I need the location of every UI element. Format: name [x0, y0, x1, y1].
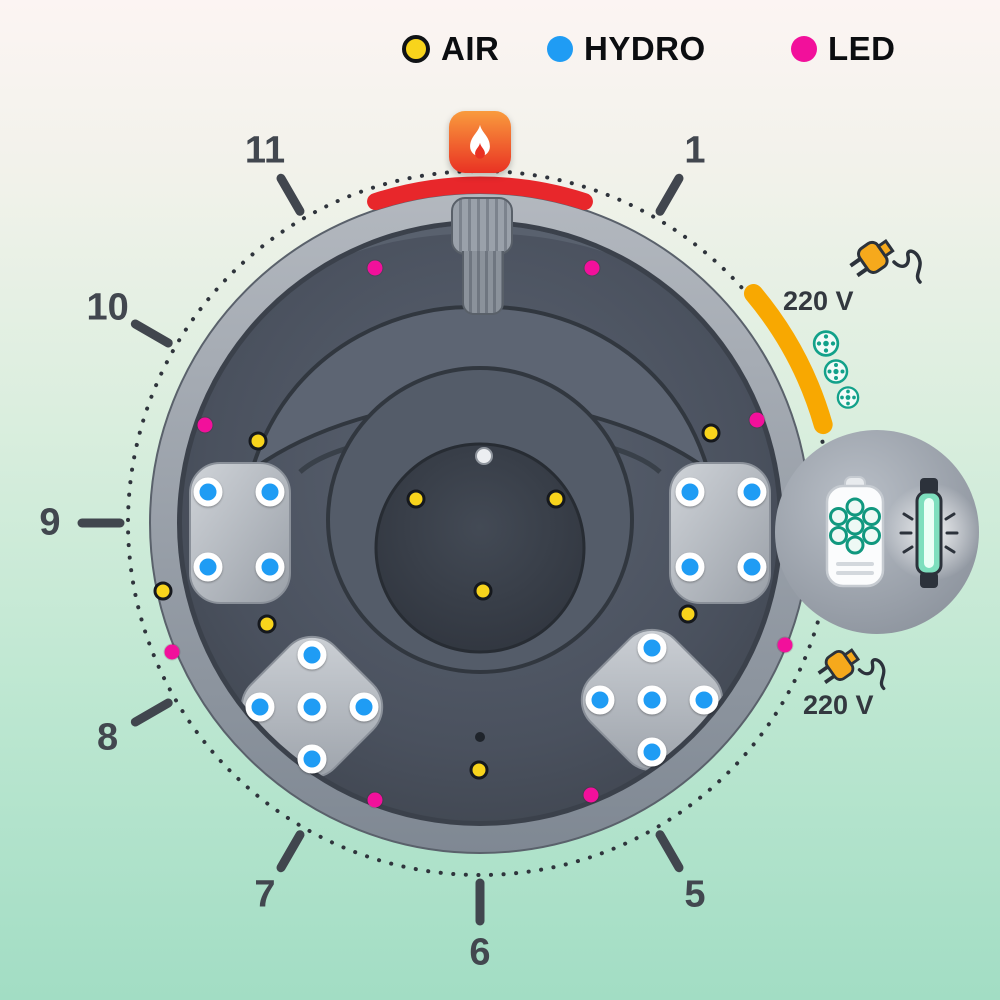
air-jet-dot	[257, 614, 277, 634]
air-jet-dot	[406, 489, 426, 509]
hydro-jet-dot	[245, 692, 275, 722]
led-light-dot	[164, 644, 180, 660]
flame-icon	[470, 124, 490, 159]
hydro-jet-dot	[255, 552, 285, 582]
voltage-label-top: 220 V	[783, 286, 854, 316]
hydro-jet-dot	[193, 477, 223, 507]
hydro-jet-dot	[675, 552, 705, 582]
clock-ticks	[77, 173, 684, 926]
led-light-dot	[777, 637, 793, 653]
legend-item-led: LED	[791, 30, 896, 68]
clock-tick-5	[655, 830, 684, 873]
led-dot-icon	[791, 36, 817, 62]
clock-tick-10	[130, 319, 173, 348]
hydro-jet-dot	[193, 552, 223, 582]
hydro-jet-dot	[637, 633, 667, 663]
air-jet-dot	[153, 581, 173, 601]
clock-number-10: 10	[86, 286, 129, 329]
air-jet-dot	[701, 423, 721, 443]
led-light-dot	[197, 417, 213, 433]
clock-number-6: 6	[469, 931, 491, 974]
hydro-jet-dot	[585, 685, 615, 715]
legend-label-air: AIR	[441, 30, 500, 67]
legend-item-air: AIR	[402, 30, 499, 68]
led-light-dot	[749, 412, 765, 428]
hydro-jet-dot	[637, 737, 667, 767]
jet-nozzle-icon	[823, 359, 849, 390]
legend-label-hydro: HYDRO	[584, 30, 706, 67]
clock-tick-1	[655, 173, 684, 216]
legend-item-hydro: HYDRO	[547, 30, 706, 68]
hydro-jet-dot	[297, 640, 327, 670]
heater-zone-arc	[367, 176, 593, 211]
jet-nozzle-icon	[836, 386, 860, 415]
air-jet-dot	[248, 431, 268, 451]
air-jet-dot	[546, 489, 566, 509]
waterfall-outlet	[475, 447, 493, 465]
led-light-dot	[367, 792, 383, 808]
power-plug-icon	[817, 648, 886, 691]
hydro-jet-dot	[737, 552, 767, 582]
clock-number-5: 5	[684, 873, 706, 916]
led-light-dot	[583, 787, 599, 803]
hydro-jet-dot	[675, 477, 705, 507]
footwell	[374, 442, 586, 654]
hydro-dot-icon	[547, 36, 573, 62]
led-light-dot	[367, 260, 383, 276]
voltage-label-bottom: 220 V	[803, 690, 874, 720]
hydro-jet-dot	[297, 744, 327, 774]
hydro-jet-dot	[637, 685, 667, 715]
filter-cartridge-icon	[825, 476, 885, 588]
clock-tick-11	[276, 173, 305, 216]
hydro-jet-dot	[349, 692, 379, 722]
led-light-dot	[584, 260, 600, 276]
headrest-pillow	[451, 197, 513, 255]
hydro-jet-dot	[297, 692, 327, 722]
hydro-jet-dot	[689, 685, 719, 715]
heater-badge	[449, 111, 511, 173]
air-jet-dot	[473, 581, 493, 601]
air-jet-dot	[678, 604, 698, 624]
power-zone-arc	[743, 284, 833, 435]
clock-number-7: 7	[254, 873, 276, 916]
headrest-strip	[462, 251, 504, 315]
hydro-jet-dot	[737, 477, 767, 507]
hydro-jet-dot	[255, 477, 285, 507]
clock-number-8: 8	[97, 716, 119, 759]
clock-number-9: 9	[39, 501, 61, 544]
power-plug-icon	[849, 238, 922, 284]
legend-label-led: LED	[828, 30, 896, 67]
clock-number-11: 11	[244, 129, 286, 172]
air-jet-dot	[469, 760, 489, 780]
clock-tick-7	[276, 830, 305, 873]
clock-tick-8	[130, 698, 173, 727]
clock-number-1: 1	[684, 129, 706, 172]
jet-nozzle-icon	[812, 330, 840, 363]
air-dot-icon	[402, 35, 430, 63]
drain	[475, 732, 485, 742]
uv-lamp-icon	[899, 478, 959, 588]
